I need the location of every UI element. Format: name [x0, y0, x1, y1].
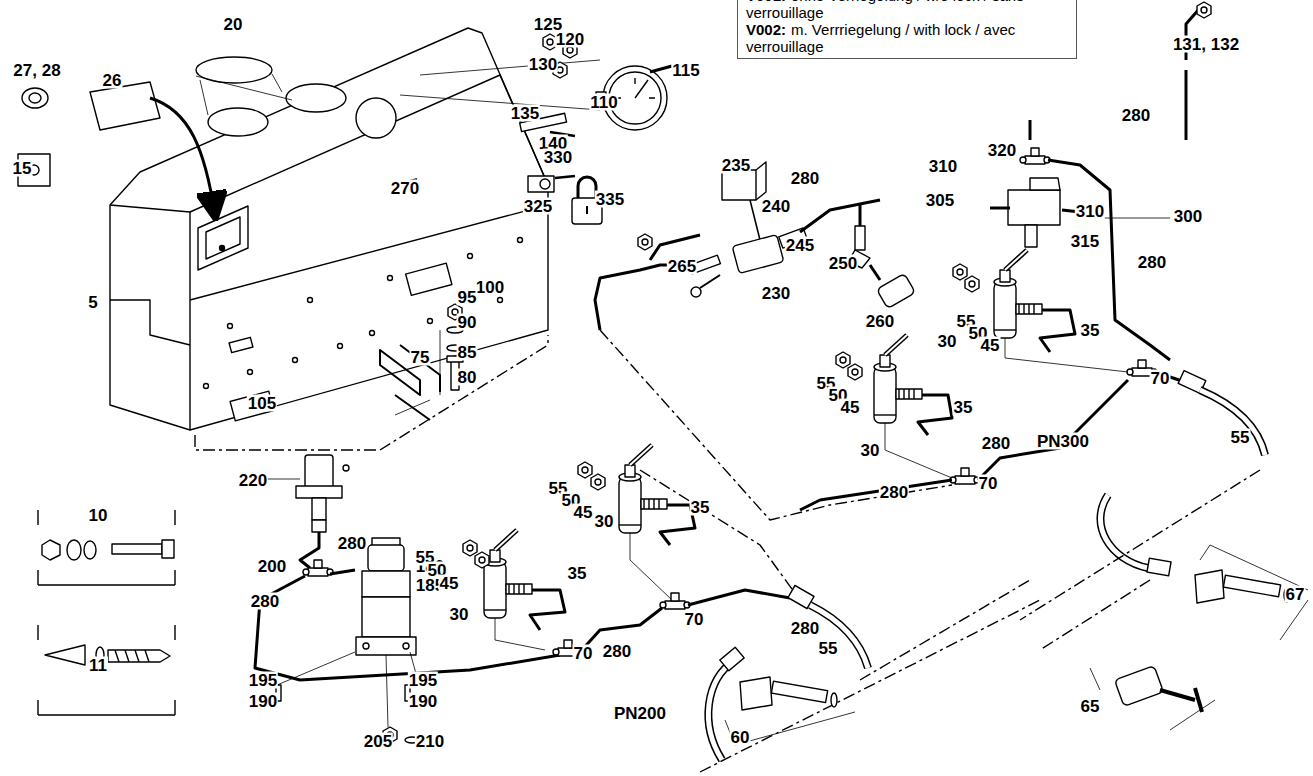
- callout-number: 45: [840, 399, 861, 416]
- callout-number: 305: [925, 192, 955, 209]
- callout-number: 220: [238, 472, 268, 489]
- callout-number: 35: [953, 399, 974, 416]
- callout-number: 30: [860, 442, 881, 459]
- callout-number: 55: [1230, 429, 1251, 446]
- callout-number: 325: [523, 198, 553, 215]
- callout-number: 200: [257, 558, 287, 575]
- callout-number: 320: [987, 142, 1017, 159]
- callout-number: 15: [12, 160, 33, 177]
- callout-number: 30: [594, 513, 615, 530]
- callout-number: 35: [567, 565, 588, 582]
- callout-number: 30: [449, 606, 470, 623]
- callout-number: 10: [88, 507, 109, 524]
- callout-number: 35: [690, 499, 711, 516]
- callout-number: 70: [684, 611, 705, 628]
- callout-number: 55: [818, 640, 839, 657]
- callout-number: 265: [667, 258, 697, 275]
- callout-number: 95: [457, 289, 478, 306]
- variant-code: V001:: [746, 0, 786, 4]
- callout-number: 85: [457, 344, 478, 361]
- callout-number: 105: [247, 395, 277, 412]
- callout-number: 27, 28: [12, 62, 61, 79]
- callout-number: 260: [865, 313, 895, 330]
- callout-number: 35: [1080, 322, 1101, 339]
- callout-number: 110: [589, 94, 618, 111]
- callout-number: 90: [457, 314, 478, 331]
- callout-number: 190: [248, 693, 278, 710]
- variant-code: V002:: [746, 21, 786, 38]
- group-label: PN200: [613, 705, 667, 722]
- callout-number: 330: [543, 149, 573, 166]
- callout-number: 45: [439, 575, 460, 592]
- callout-number: 280: [1121, 107, 1151, 124]
- callout-number: 280: [337, 535, 367, 552]
- callout-number: 30: [937, 333, 958, 350]
- callout-number: 280: [981, 435, 1011, 452]
- callout-number: 135: [510, 105, 540, 122]
- callout-number: 280: [1137, 254, 1167, 271]
- callout-number: 131, 132: [1172, 36, 1240, 53]
- callout-number: 280: [250, 593, 280, 610]
- variant-text: ohne Verriegelung / w/o lock / sans verr…: [746, 0, 1024, 21]
- callout-number: 280: [879, 484, 909, 501]
- note-line: V002:m. Verrriegelung / with lock / avec…: [746, 21, 1068, 55]
- callout-number: 70: [1150, 370, 1171, 387]
- callout-number: 75: [410, 349, 431, 366]
- callout-number: 5: [87, 294, 98, 311]
- callout-number: 280: [790, 170, 820, 187]
- callout-number: 240: [761, 198, 791, 215]
- callout-number: 26: [102, 72, 123, 89]
- callout-number: 315: [1070, 233, 1100, 250]
- callout-number: 245: [785, 237, 815, 254]
- callout-number: 310: [1075, 203, 1105, 220]
- callout-number: 130: [528, 56, 558, 73]
- callout-number: 205: [363, 733, 393, 750]
- callout-number: 235: [721, 157, 751, 174]
- note-line: V001:ohne Verriegelung / w/o lock / sans…: [746, 0, 1068, 21]
- callout-number: 67: [1285, 586, 1306, 603]
- callout-number: 300: [1173, 208, 1203, 225]
- group-label: PN300: [1036, 433, 1090, 450]
- callout-number: 280: [790, 620, 820, 637]
- callout-number: 120: [555, 31, 585, 48]
- callout-number: 70: [573, 645, 594, 662]
- callout-number: 65: [1080, 698, 1101, 715]
- callout-number: 60: [730, 729, 751, 746]
- callout-number: 80: [457, 369, 478, 386]
- callout-number: 195: [248, 672, 278, 689]
- callout-number: 270: [390, 180, 420, 197]
- callout-number: 195: [408, 672, 438, 689]
- callout-number: 335: [595, 191, 625, 208]
- callout-number: 310: [928, 158, 958, 175]
- note-box: V001:ohne Verriegelung / w/o lock / sans…: [737, 0, 1077, 59]
- callout-number: 250: [828, 255, 858, 272]
- callout-number: 45: [980, 337, 1001, 354]
- callout-number: 230: [761, 285, 791, 302]
- callout-number: 45: [573, 504, 594, 521]
- callout-number: 115: [671, 62, 700, 79]
- callout-number: 20: [223, 16, 244, 33]
- variant-text: m. Verrriegelung / with lock / avec verr…: [746, 21, 1015, 55]
- callout-number: 210: [415, 733, 445, 750]
- callout-number: 11: [88, 657, 108, 674]
- callout-number: 190: [408, 693, 438, 710]
- callout-number: 100: [475, 279, 505, 296]
- callout-number: 70: [978, 475, 999, 492]
- callout-number: 280: [602, 643, 632, 660]
